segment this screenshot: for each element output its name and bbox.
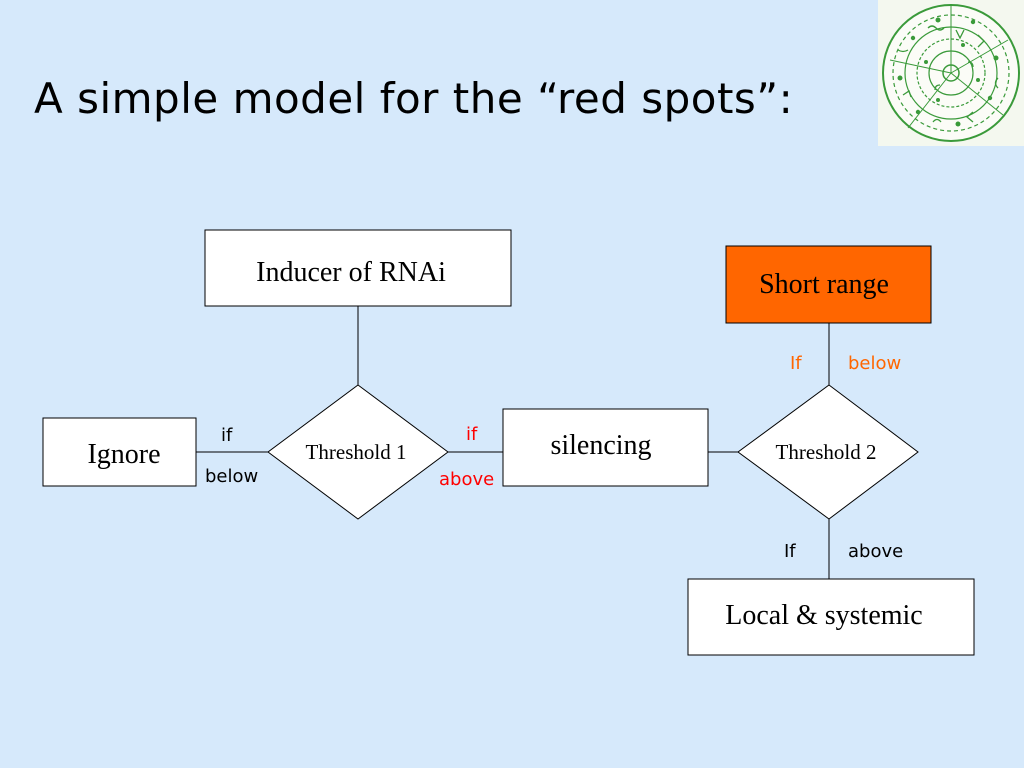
silencing-label: silencing — [550, 430, 651, 461]
phaistos-disc-logo — [878, 0, 1024, 146]
threshold1-diamond: Threshold 1 — [267, 384, 449, 520]
inducer-label: Inducer of RNAi — [256, 257, 446, 288]
threshold1-label: Threshold 1 — [306, 440, 407, 464]
slide-title: A simple model for the “red spots”: — [34, 74, 794, 123]
local-if-label: If — [784, 541, 796, 562]
silencing-above-label: above — [439, 469, 494, 490]
local-systemic-label: Local & systemic — [725, 600, 923, 631]
short-if-label: If — [790, 353, 802, 374]
short-below-label: below — [848, 353, 901, 374]
ignore-box: Ignore — [42, 417, 197, 487]
silencing-box: silencing — [502, 408, 709, 487]
ignore-label: Ignore — [87, 439, 160, 470]
threshold2-diamond: Threshold 2 — [737, 384, 919, 520]
ignore-if-label: if — [221, 425, 233, 446]
local-above-label: above — [848, 541, 903, 562]
silencing-if-label: if — [466, 424, 478, 445]
inducer-box: Inducer of RNAi — [204, 229, 512, 307]
local-systemic-box: Local & systemic — [687, 578, 975, 656]
threshold2-label: Threshold 2 — [776, 440, 877, 464]
short-range-box: Short range — [725, 245, 932, 324]
short-range-label: Short range — [759, 269, 889, 300]
ignore-below-label: below — [205, 466, 258, 487]
